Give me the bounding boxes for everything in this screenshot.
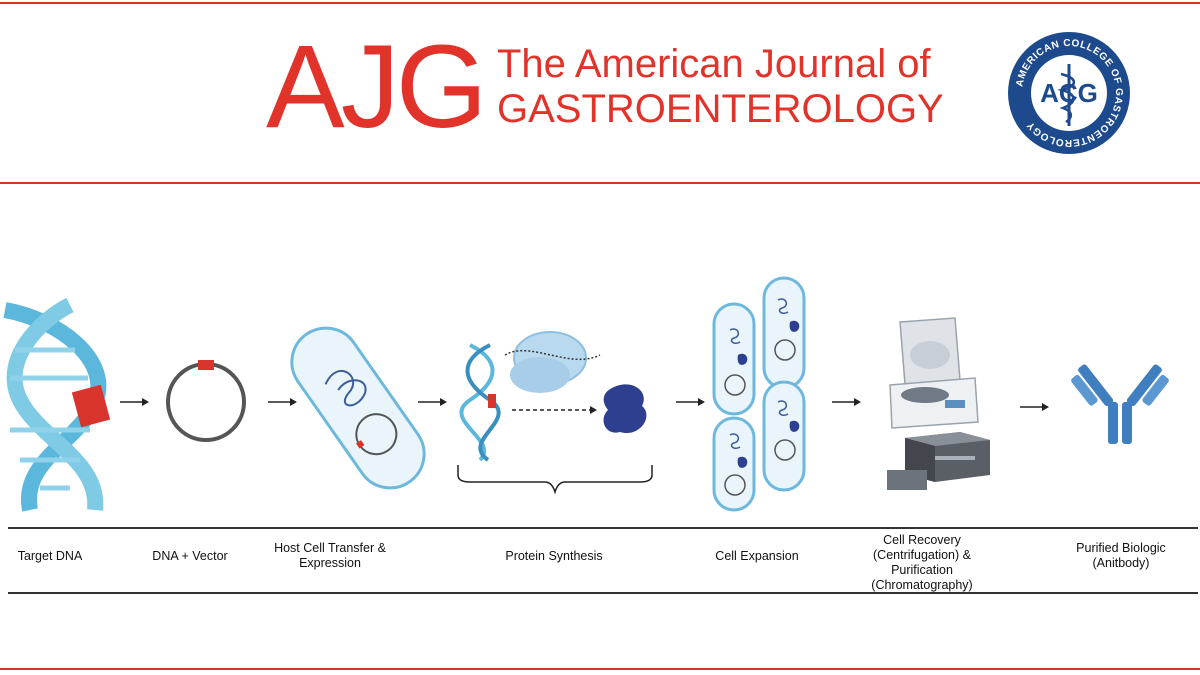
seal-monogram: ACG <box>1040 78 1098 108</box>
host-cell-icon <box>290 326 426 490</box>
protein-synthesis-icon <box>457 331 653 495</box>
antibody-icon <box>1071 364 1169 444</box>
step-label-dna-vector: DNA + Vector <box>152 549 228 563</box>
top-border <box>0 2 1200 4</box>
step-label-cell-recovery: Cell Recovery (Centrifugation) & Purific… <box>871 533 973 592</box>
step-label-purified-biologic: Purified Biologic (Anitbody) <box>1076 541 1166 570</box>
bottom-border <box>0 668 1200 670</box>
step-label-protein-synthesis: Protein Synthesis <box>505 549 603 563</box>
plasmid-icon <box>166 360 246 442</box>
arrow-icon <box>268 398 297 406</box>
dna-helix-icon <box>3 297 111 512</box>
cell-expansion-icon <box>712 276 806 512</box>
journal-title-line-1: The American Journal of <box>497 42 931 86</box>
ajg-logo: AJG <box>266 21 487 153</box>
arrow-icon <box>418 398 447 406</box>
arrow-icon <box>832 398 861 406</box>
chromatography-icon <box>887 432 990 490</box>
step-label-target-dna: Target DNA <box>17 549 83 563</box>
arrow-icon <box>1020 403 1049 411</box>
labels-bottom-rule <box>8 592 1198 594</box>
step-label-host-cell-transfer: Host Cell Transfer & Expression <box>274 541 386 570</box>
centrifuge-icon <box>889 317 979 429</box>
labels-top-rule <box>8 527 1198 529</box>
process-illustrations <box>3 276 1169 512</box>
arrow-icon <box>120 398 149 406</box>
arrow-icon <box>676 398 705 406</box>
journal-title-line-2: GASTROENTEROLOGY <box>497 87 944 131</box>
acg-seal: AMERICAN COLLEGE OF GASTROENTEROLOGY ACG <box>1008 32 1130 154</box>
header-divider <box>0 182 1200 184</box>
step-label-cell-expansion: Cell Expansion <box>715 549 799 563</box>
